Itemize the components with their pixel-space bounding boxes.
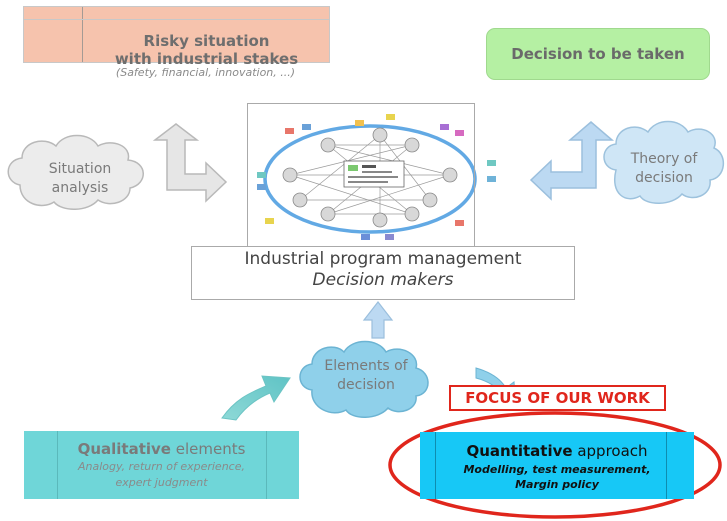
risky-situation-box: Risky situation with industrial stakes xyxy=(23,6,330,68)
theory-of-decision-cloud xyxy=(603,120,724,204)
box-divider xyxy=(266,431,267,499)
quantitative-line1: Modelling, test measurement, xyxy=(463,463,651,476)
quantitative-details: Modelling, test measurement, Margin poli… xyxy=(420,462,694,492)
quantitative-approach-box: Quantitative approach Modelling, test me… xyxy=(420,432,694,499)
situation-line1: Situation xyxy=(48,161,112,177)
qualitative-elements-box: Qualitative elements Analogy, return of … xyxy=(24,431,299,499)
decision-to-be-taken-box: Decision to be taken xyxy=(486,28,710,80)
decision-network-illustration xyxy=(257,114,496,240)
box-divider xyxy=(57,431,58,499)
situation-analysis-cloud xyxy=(7,134,144,210)
industrial-program-management-box: Industrial program management Decision m… xyxy=(191,246,575,300)
box-divider xyxy=(82,7,83,62)
qualitative-title-rest: elements xyxy=(170,440,246,458)
risky-title-line2: with industrial stakes xyxy=(114,50,299,68)
situation-line2: analysis xyxy=(51,180,109,196)
elements-of-decision-cloud xyxy=(299,340,429,418)
theory-line1: Theory of xyxy=(630,151,698,167)
quantitative-title: Quantitative approach xyxy=(420,442,694,460)
network-picture-frame xyxy=(247,103,475,252)
focus-of-our-work-label: FOCUS OF OUR WORK xyxy=(449,385,666,411)
qualitative-arrow-icon xyxy=(221,375,291,421)
ipm-title: Industrial program management xyxy=(244,249,522,269)
qualitative-title-bold: Qualitative xyxy=(77,440,171,458)
qualitative-line1: Analogy, return of experience, xyxy=(78,460,245,473)
theory-of-decision-label: Theory of decision xyxy=(614,150,714,188)
qualitative-title: Qualitative elements xyxy=(24,440,299,458)
ipm-subtitle: Decision makers xyxy=(312,270,454,290)
box-divider xyxy=(435,432,436,499)
focus-highlight-ellipse xyxy=(388,411,722,519)
box-divider xyxy=(666,432,667,499)
theory-line2: decision xyxy=(635,170,693,186)
elements-line1: Elements of xyxy=(324,358,408,374)
theory-arrow-icon xyxy=(529,121,615,201)
qualitative-line2: expert judgment xyxy=(115,476,208,489)
elements-up-arrow-icon xyxy=(362,301,394,339)
quantitative-title-bold: Quantitative xyxy=(466,442,573,460)
situation-analysis-label: Situation analysis xyxy=(30,160,130,198)
box-divider xyxy=(24,19,329,20)
risky-subtitle: (Safety, financial, innovation, ...) xyxy=(115,66,296,79)
elements-of-decision-label: Elements of decision xyxy=(314,357,418,395)
elements-line2: decision xyxy=(337,377,395,393)
situation-arrow-icon xyxy=(152,123,228,203)
risky-title-line1: Risky situation xyxy=(143,32,270,50)
quantitative-title-rest: approach xyxy=(572,442,648,460)
qualitative-details: Analogy, return of experience, expert ju… xyxy=(24,459,299,491)
quantitative-line2: Margin policy xyxy=(515,478,599,491)
